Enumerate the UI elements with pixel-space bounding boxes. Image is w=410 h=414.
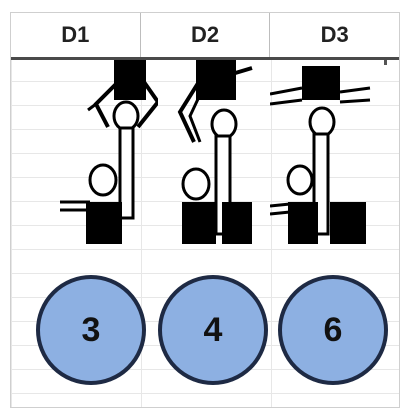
header-d2: D2	[141, 13, 271, 57]
stray-mark	[384, 60, 387, 65]
score-circle-d3: 6	[278, 275, 388, 385]
header-d3: D3	[270, 13, 399, 57]
header-d1: D1	[11, 13, 141, 57]
figure-d1	[48, 52, 158, 248]
figure-d3	[270, 52, 380, 248]
score-circle-d1: 3	[36, 275, 146, 385]
figure-d2	[160, 52, 270, 248]
score-circle-d2: 4	[158, 275, 268, 385]
